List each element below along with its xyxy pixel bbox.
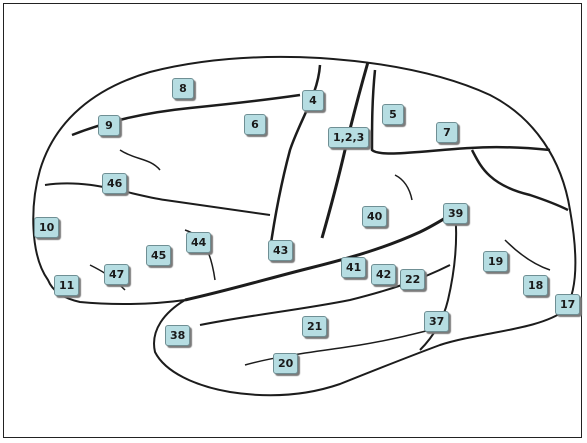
area-label-19: 19 <box>483 251 508 272</box>
area-label-7: 7 <box>436 122 458 143</box>
area-label-21: 21 <box>302 316 327 337</box>
area-label-6: 6 <box>244 114 266 135</box>
area-label-17: 17 <box>555 294 580 315</box>
area-label-37: 37 <box>424 311 449 332</box>
area-label-43: 43 <box>268 240 293 261</box>
area-label-11: 11 <box>54 275 79 296</box>
area-label-8: 8 <box>172 78 194 99</box>
area-label-20: 20 <box>273 353 298 374</box>
area-label-46: 46 <box>102 173 127 194</box>
area-label-42: 42 <box>371 264 396 285</box>
area-label-18: 18 <box>523 275 548 296</box>
parietal-sulcus-small <box>395 175 412 200</box>
inferior-frontal-sulcus <box>45 183 270 215</box>
area-label-39: 39 <box>443 203 468 224</box>
lunate-sulcus <box>505 240 550 270</box>
area-label-1-2-3: 1,2,3 <box>328 127 369 148</box>
area-label-45: 45 <box>146 245 171 266</box>
area-label-44: 44 <box>186 232 211 253</box>
frontal-sulcus-small <box>120 150 160 170</box>
area-label-5: 5 <box>382 104 404 125</box>
area-label-38: 38 <box>165 325 190 346</box>
area-label-47: 47 <box>104 264 129 285</box>
area-label-41: 41 <box>341 257 366 278</box>
area-label-9: 9 <box>98 115 120 136</box>
area-label-40: 40 <box>362 206 387 227</box>
area-label-10: 10 <box>34 217 59 238</box>
area-label-4: 4 <box>302 90 324 111</box>
area-label-22: 22 <box>400 269 425 290</box>
